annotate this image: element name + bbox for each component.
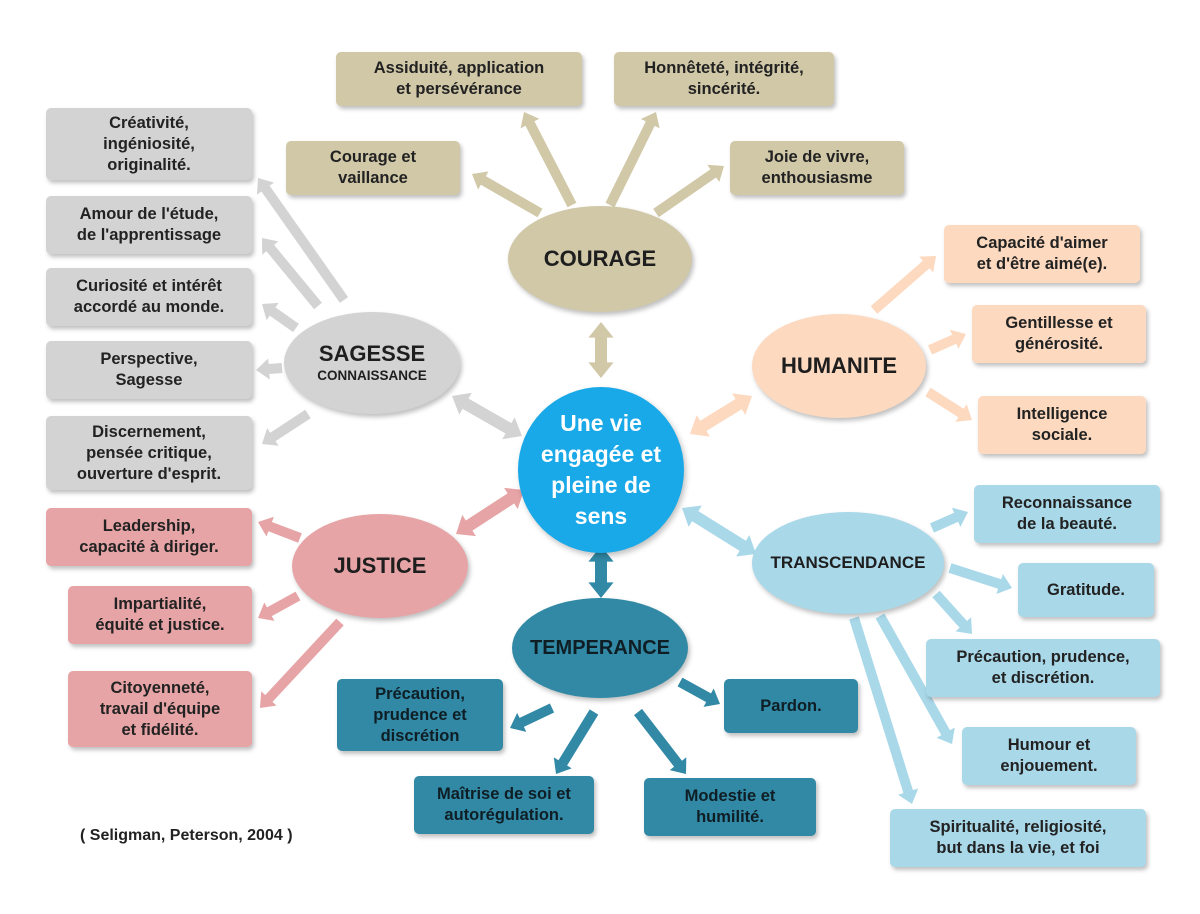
- arrow-transcendance-beaute: [930, 507, 968, 533]
- arrow-humanite-intelligence: [925, 387, 972, 422]
- arrow-sagesse-creativite: [256, 178, 349, 303]
- virtue-humanite: HUMANITE: [752, 314, 926, 418]
- center-node: Une vie engagée et pleine de sens: [518, 387, 684, 553]
- strength-curiosite: Curiosité et intérêt accordé au monde.: [46, 268, 252, 326]
- virtue-transcendance: TRANSCENDANCE: [752, 512, 944, 614]
- arrow-temperance-modestie: [634, 708, 687, 774]
- arrow-center-justice: [456, 487, 524, 537]
- strength-gentillesse: Gentillesse et générosité.: [972, 305, 1146, 363]
- strength-citoyennete: Citoyenneté, travail d'équipe et fidélit…: [68, 671, 252, 747]
- citation: ( Seligman, Peterson, 2004 ): [80, 827, 293, 844]
- virtue-justice: JUSTICE: [292, 514, 468, 618]
- arrow-transcendance-spiritualite: [849, 616, 919, 804]
- arrow-center-courage: [588, 322, 614, 378]
- arrow-justice-impartialite: [258, 591, 301, 621]
- arrow-justice-leadership: [258, 516, 302, 543]
- virtue-sagesse-sublabel: CONNAISSANCE: [317, 368, 427, 383]
- arrow-courage-vaillance: [472, 171, 543, 218]
- strength-joie-de-vivre: Joie de vivre, enthousiasme: [730, 141, 904, 195]
- strength-discernement: Discernement, pensée critique, ouverture…: [46, 416, 252, 490]
- arrow-transcendance-humour: [875, 613, 955, 744]
- strength-creativite: Créativité, ingéniosité, originalité.: [46, 108, 252, 180]
- arrow-temperance-pardon: [677, 677, 720, 707]
- arrow-courage-joie: [653, 164, 724, 218]
- strength-leadership: Leadership, capacité à diriger.: [46, 508, 252, 566]
- arrow-sagesse-discernement: [262, 409, 311, 446]
- arrow-sagesse-perspective: [256, 358, 283, 380]
- arrow-humanite-gentillesse: [928, 329, 966, 355]
- virtue-courage-label: COURAGE: [543, 246, 657, 271]
- arrow-transcendance-precaution: [932, 590, 972, 634]
- virtue-sagesse-label: SAGESSE: [318, 341, 426, 366]
- strength-pardon: Pardon.: [724, 679, 858, 733]
- arrow-temperance-precaution: [510, 703, 555, 732]
- arrow-sagesse-curiosite: [262, 302, 299, 333]
- arrow-center-temperance: [588, 546, 614, 598]
- arrow-temperance-maitrise: [553, 709, 599, 774]
- virtue-transcendance-label: TRANSCENDANCE: [770, 553, 926, 572]
- virtue-temperance: TEMPERANCE: [512, 598, 688, 698]
- strength-precaution-transcendance: Précaution, prudence, et discrétion.: [926, 639, 1160, 697]
- strength-assiduite: Assiduité, application et persévérance: [336, 52, 582, 106]
- virtue-justice-label: JUSTICE: [333, 553, 427, 578]
- arrow-humanite-aimer: [870, 256, 936, 314]
- strength-gratitude: Gratitude.: [1018, 563, 1154, 617]
- strength-maitrise-de-soi: Maîtrise de soi et autorégulation.: [414, 776, 594, 834]
- strength-perspective: Perspective, Sagesse: [46, 341, 252, 399]
- strength-spiritualite: Spiritualité, religiosité, but dans la v…: [890, 809, 1146, 867]
- arrow-center-sagesse: [452, 392, 522, 440]
- arrow-center-humanite: [690, 393, 752, 437]
- arrow-courage-assiduite: [520, 112, 577, 208]
- virtue-temperance-label: TEMPERANCE: [529, 636, 670, 659]
- strength-modestie: Modestie et humilité.: [644, 778, 816, 836]
- strength-precaution-temperance: Précaution, prudence et discrétion: [337, 679, 503, 751]
- arrow-courage-honnetete: [605, 112, 660, 208]
- virtue-sagesse: SAGESSE CONNAISSANCE: [284, 312, 460, 414]
- arrow-justice-citoyennete: [260, 618, 344, 708]
- strength-impartialite: Impartialité, équité et justice.: [68, 586, 252, 644]
- virtue-humanite-label: HUMANITE: [780, 353, 898, 378]
- strength-honnetete: Honnêteté, intégrité, sincérité.: [614, 52, 834, 106]
- virtue-courage: COURAGE: [508, 206, 692, 312]
- arrow-transcendance-gratitude: [948, 563, 1012, 594]
- strength-capacite-aimer: Capacité d'aimer et d'être aimé(e).: [944, 225, 1140, 283]
- arrow-center-transcendance: [682, 505, 756, 557]
- strength-courage-vaillance: Courage et vaillance: [286, 141, 460, 195]
- strength-amour-etude: Amour de l'étude, de l'apprentissage: [46, 196, 252, 254]
- strength-reconnaissance-beaute: Reconnaissance de la beauté.: [974, 485, 1160, 543]
- strength-intelligence-sociale: Intelligence sociale.: [978, 396, 1146, 454]
- strength-humour: Humour et enjouement.: [962, 727, 1136, 785]
- arrow-sagesse-amour: [262, 238, 322, 310]
